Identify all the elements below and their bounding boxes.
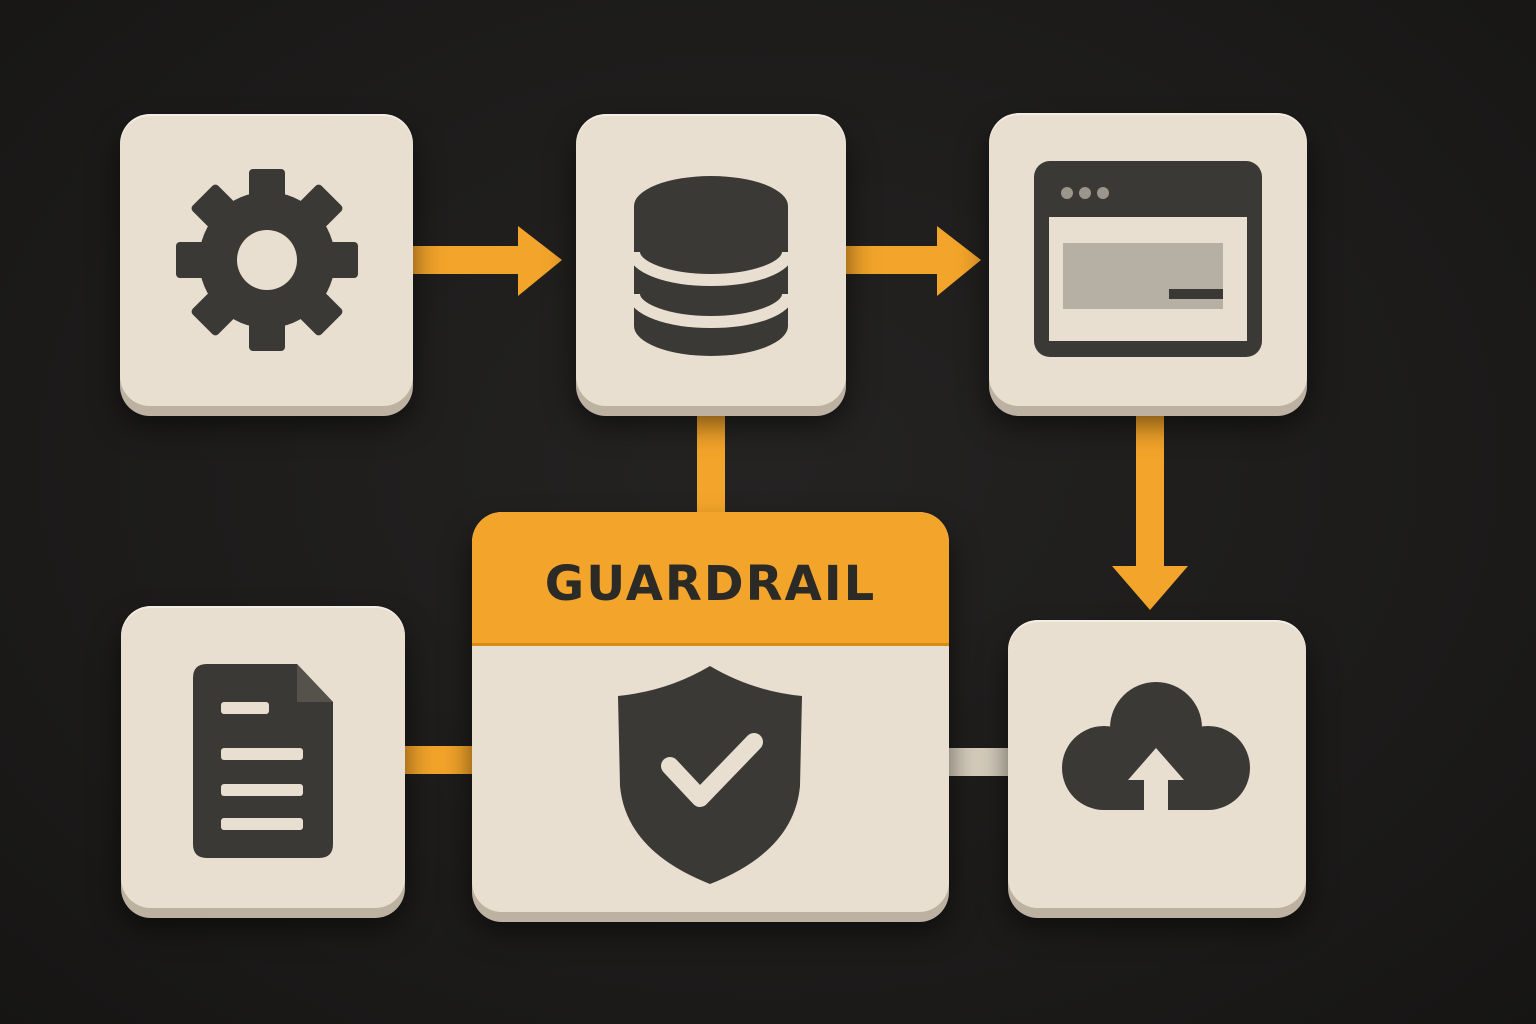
database-icon: [628, 176, 794, 356]
guardrail-title: GUARDRAIL: [544, 555, 877, 612]
edge-webapp-to-cloud: [1112, 408, 1188, 610]
cloud-upload-icon: [1062, 682, 1250, 830]
edge-database-to-guardrail: [697, 406, 725, 516]
guardrail-node[interactable]: GUARDRAIL: [472, 512, 949, 912]
edge-database-to-webapp: [846, 226, 981, 296]
browser-window-icon: [1034, 161, 1262, 357]
edge-document-to-guardrail: [405, 746, 475, 774]
edge-settings-to-database: [413, 226, 562, 296]
database-node[interactable]: [576, 114, 846, 406]
shield-check-icon: [618, 666, 802, 884]
guardrail-header: GUARDRAIL: [472, 512, 949, 646]
gear-icon: [176, 169, 358, 351]
document-node[interactable]: [121, 606, 405, 908]
edge-guardrail-to-cloud: [948, 748, 1012, 776]
settings-node[interactable]: [120, 114, 413, 406]
cloud-upload-node[interactable]: [1008, 620, 1306, 908]
document-icon: [193, 664, 333, 858]
web-app-node[interactable]: [989, 113, 1307, 406]
guardrail-body: [472, 646, 949, 912]
